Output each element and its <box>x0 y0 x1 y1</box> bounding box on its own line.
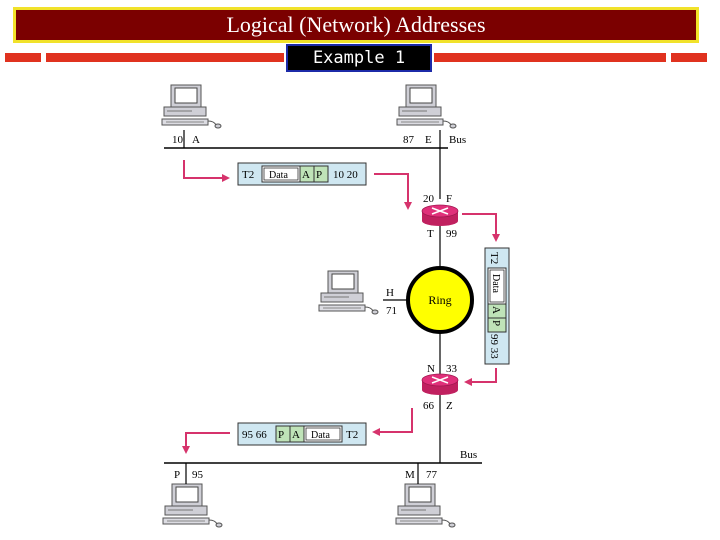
host-h-addr: 71 <box>386 305 397 317</box>
packet2-t2: T2 <box>488 252 500 264</box>
slide-title: Logical (Network) Addresses <box>226 12 486 37</box>
arrow-router1-to-packet2 <box>462 213 500 242</box>
router1-f-name: F <box>446 193 452 205</box>
ring-label: Ring <box>428 293 451 307</box>
packet3-addrs: 95 66 <box>242 429 267 441</box>
packet3-a: A <box>292 429 300 441</box>
packet3-p: P <box>278 429 284 441</box>
host-e-name: E <box>425 134 432 146</box>
host-m-computer-icon <box>395 483 456 528</box>
ring-network <box>406 266 474 334</box>
host-a-name: A <box>192 134 200 146</box>
router2-z-name: Z <box>446 400 453 412</box>
host-m-addr: 77 <box>426 469 438 481</box>
host-h-computer-icon <box>318 270 379 315</box>
packet3-t2: T2 <box>346 429 358 441</box>
title-bar: Logical (Network) Addresses <box>13 7 699 43</box>
router1-icon <box>421 204 459 226</box>
router2-n-addr: 33 <box>446 363 458 375</box>
arrow-packet1-to-router1 <box>374 173 412 210</box>
packet1-p: P <box>316 169 322 181</box>
packet-2: T2 Data A P 99 33 <box>484 247 510 365</box>
packet2-p: P <box>490 320 502 326</box>
host-p-addr: 95 <box>192 469 204 481</box>
packet1-data: Data <box>269 170 288 181</box>
example-label: Example 1 <box>286 44 432 72</box>
packet1-a: A <box>302 169 310 181</box>
decorative-rule-left <box>46 53 284 62</box>
decorative-rule-left-small <box>5 53 41 62</box>
router1-f-addr: 20 <box>423 193 435 205</box>
packet1-t2: T2 <box>242 169 254 181</box>
packet3-data: Data <box>311 430 330 441</box>
router1-t-addr: 99 <box>446 228 458 240</box>
router2-n-name: N <box>427 363 435 375</box>
packet2-addrs: 99 33 <box>488 334 500 359</box>
decorative-rule-right <box>434 53 666 62</box>
packet1-addrs: 10 20 <box>333 169 358 181</box>
router2-icon <box>421 373 459 395</box>
host-h-name: H <box>386 287 394 299</box>
packet-3: 95 66 P A Data T2 <box>237 422 367 446</box>
arrow-a-to-packet1 <box>183 160 230 182</box>
packet-1: T2 Data A P 10 20 <box>237 162 367 186</box>
bottom-bus-label: Bus <box>460 449 477 461</box>
host-a-addr: 10 <box>172 134 184 146</box>
arrow-packet3-to-p <box>182 432 230 454</box>
host-p-name: P <box>174 469 180 481</box>
host-p-computer-icon <box>162 483 223 528</box>
arrow-packet2-to-router2 <box>464 368 497 386</box>
router1-t-name: T <box>427 228 434 240</box>
packet2-data: Data <box>490 274 501 293</box>
host-e-addr: 87 <box>403 134 415 146</box>
arrow-router2-to-packet3 <box>372 408 413 436</box>
top-bus-label: Bus <box>449 134 466 146</box>
packet2-a: A <box>490 306 502 314</box>
host-m-name: M <box>405 469 415 481</box>
host-a-computer-icon <box>161 84 222 129</box>
decorative-rule-right-small <box>671 53 707 62</box>
router2-z-addr: 66 <box>423 400 435 412</box>
host-e-computer-icon <box>396 84 457 129</box>
